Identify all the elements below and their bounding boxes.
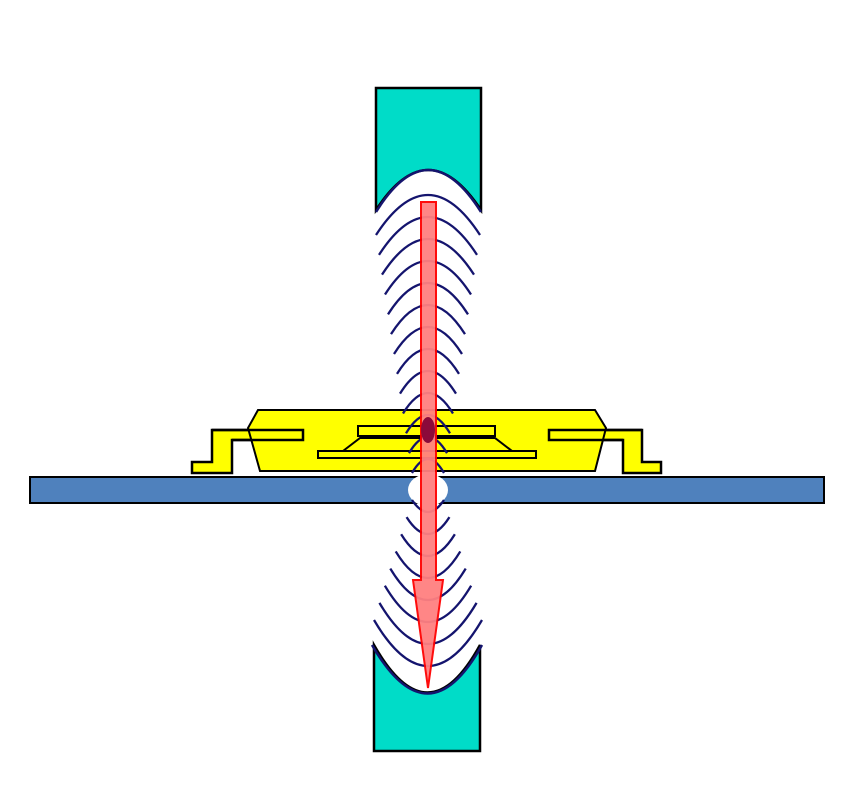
top-transducer-lens-edge xyxy=(374,168,483,213)
ultrasound-beam-arrow xyxy=(411,201,445,689)
delamination-defect xyxy=(421,417,435,443)
wave-arc xyxy=(375,194,481,236)
bottom-transducer-lens-edge xyxy=(370,644,484,695)
right-lead-tab xyxy=(547,428,642,442)
left-lead-tab xyxy=(212,428,305,442)
bottom-transducer xyxy=(372,640,482,753)
